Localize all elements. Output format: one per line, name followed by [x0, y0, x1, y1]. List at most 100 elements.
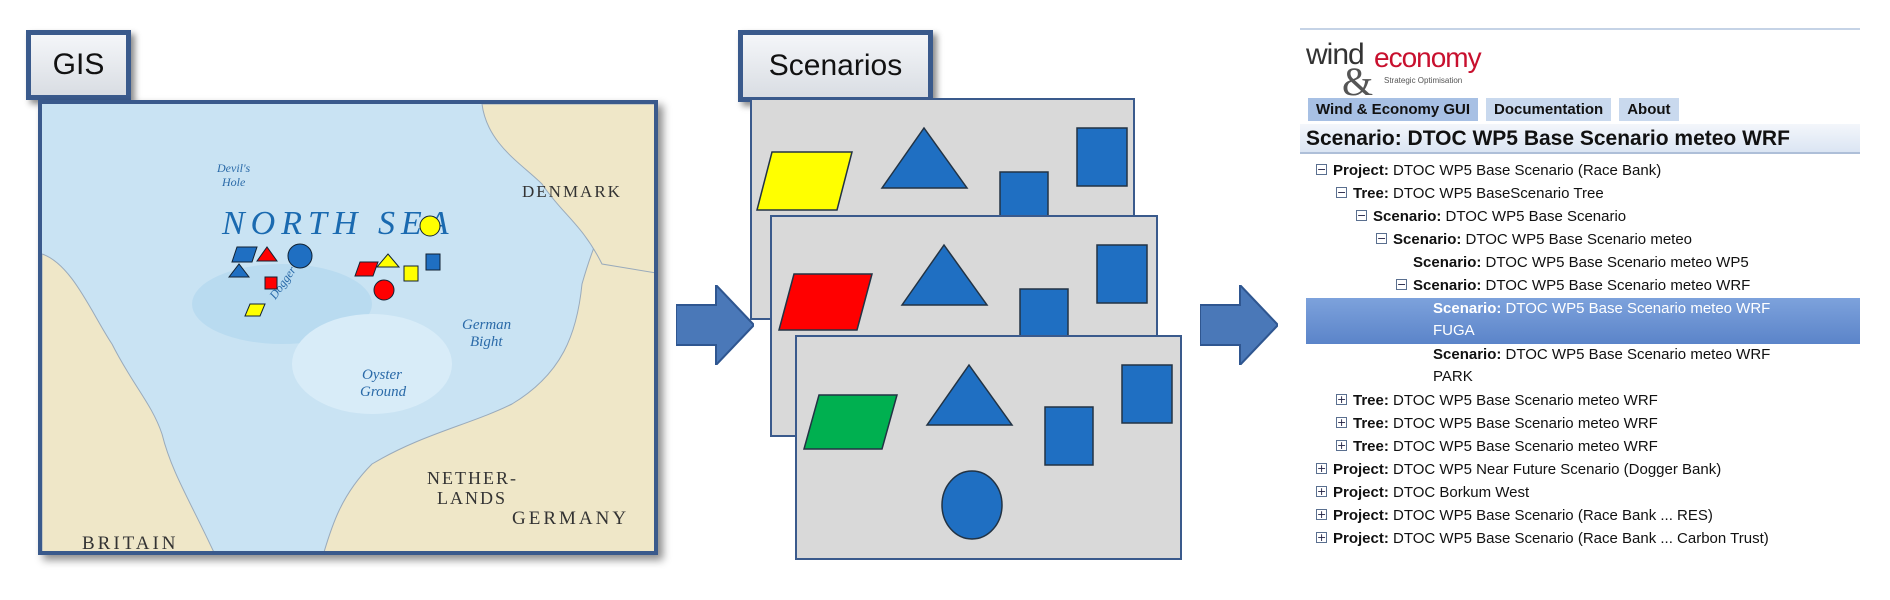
collapse-icon[interactable]: − [1376, 232, 1387, 245]
map-red-parallelogram [354, 261, 379, 277]
arrow-right-2 [1200, 285, 1278, 365]
tree-row[interactable]: − Scenario: DTOC WP5 Base Scenario meteo [1300, 229, 1860, 252]
expand-icon[interactable]: + [1316, 485, 1327, 498]
tree-row-text: DTOC WP5 Base Scenario (Race Bank ... Ca… [1393, 530, 1769, 547]
nav-about[interactable]: About [1619, 98, 1679, 121]
tree-row-kind: Tree: [1353, 438, 1389, 455]
netherlands-label-2: LANDS [437, 488, 507, 508]
tree-row-kind: Scenario: [1393, 231, 1462, 248]
scenarios-label: Scenarios [738, 30, 933, 102]
oyster-ground-2: Ground [360, 384, 407, 400]
scenarios-label-text: Scenarios [768, 49, 903, 82]
expand-icon[interactable]: + [1316, 508, 1327, 521]
tree-row[interactable]: − Tree: DTOC WP5 BaseScenario Tree [1300, 183, 1860, 206]
tree-row[interactable]: Scenario: DTOC WP5 Base Scenario meteo W… [1300, 252, 1860, 275]
tree-row-text: DTOC WP5 Base Scenario meteo WRF [1393, 392, 1658, 409]
card1-yellow-parallelogram [756, 151, 853, 211]
collapse-icon[interactable]: − [1356, 209, 1367, 222]
britain-land [42, 253, 214, 551]
tree-row-kind: Scenario: [1413, 277, 1482, 294]
tree-row[interactable]: − Scenario: DTOC WP5 Base Scenario [1300, 206, 1860, 229]
map-yellow-circle [419, 215, 441, 237]
tree-row[interactable]: + Project: DTOC WP5 Base Scenario (Race … [1300, 528, 1860, 551]
tree-row[interactable]: + Tree: DTOC WP5 Base Scenario meteo WRF [1300, 390, 1860, 413]
tree-row-kind: Project: [1333, 484, 1389, 501]
tree-row-kind: Scenario: [1433, 346, 1502, 363]
logo-wind: wind [1306, 38, 1365, 71]
expand-icon[interactable]: + [1336, 439, 1347, 452]
denmark-land [481, 104, 654, 274]
tree-row[interactable]: + Project: DTOC WP5 Base Scenario (Race … [1300, 505, 1860, 528]
tree-row[interactable]: − Scenario: DTOC WP5 Base Scenario meteo… [1300, 275, 1860, 298]
collapse-icon[interactable]: − [1316, 163, 1327, 176]
card3-blue-triangle [925, 363, 1014, 426]
tree-row-text: DTOC WP5 Base Scenario meteo WRF [1505, 300, 1771, 317]
north-sea-map: NORTH SEA DENMARK BRITAIN GERMANY NETHER… [38, 100, 658, 555]
tree-row-kind: Project: [1333, 507, 1389, 524]
expand-icon[interactable]: + [1336, 416, 1347, 429]
tree-row-text: DTOC WP5 Base Scenario meteo WRF [1393, 438, 1658, 455]
devils-hole-1: Devil's [216, 161, 251, 175]
tree-row-text-2: FUGA [1433, 322, 1475, 339]
map-graphic: NORTH SEA DENMARK BRITAIN GERMANY NETHER… [42, 104, 654, 554]
map-blue-parallelogram [231, 246, 258, 263]
tree-row-text: DTOC Borkum West [1393, 484, 1530, 501]
gis-label: GIS [26, 30, 131, 100]
tree-row-text: DTOC WP5 Base Scenario meteo [1465, 231, 1693, 248]
card3-blue-square [1121, 364, 1173, 424]
collapse-icon[interactable]: − [1396, 278, 1407, 291]
card1-blue-square [1076, 127, 1128, 187]
expand-icon[interactable]: + [1316, 462, 1327, 475]
german-bight-1: German [462, 317, 511, 333]
germany-label: GERMANY [512, 508, 629, 529]
tree-row-kind: Tree: [1353, 415, 1389, 432]
card3-blue-circle [941, 470, 1003, 540]
logo-economy: economy [1374, 42, 1482, 73]
expand-icon[interactable]: + [1336, 393, 1347, 406]
card2-blue-square-small [1019, 288, 1069, 340]
nav-bar: Wind & Economy GUI Documentation About [1308, 98, 1679, 121]
tree-row[interactable]: + Tree: DTOC WP5 Base Scenario meteo WRF [1300, 413, 1860, 436]
oyster-ground-1: Oyster [362, 367, 402, 383]
project-tree: − Project: DTOC WP5 Base Scenario (Race … [1300, 160, 1860, 551]
britain-label: BRITAIN [82, 533, 179, 554]
gis-label-text: GIS [52, 48, 105, 81]
nav-documentation[interactable]: Documentation [1486, 98, 1612, 121]
tree-row-kind: Project: [1333, 530, 1389, 547]
tree-row-text: DTOC WP5 Near Future Scenario (Dogger Ba… [1393, 461, 1722, 478]
map-red-triangle [256, 246, 278, 262]
card3-green-parallelogram [803, 394, 898, 450]
netherlands-label-1: NETHER- [427, 468, 518, 488]
arrow-right-1 [676, 285, 754, 365]
tree-row-text: DTOC WP5 Base Scenario meteo WRF [1485, 277, 1751, 294]
tree-row-kind: Tree: [1353, 392, 1389, 409]
map-yellow-square [403, 265, 419, 282]
wind-economy-logo: wind & economy Strategic Optimisation [1306, 38, 1526, 118]
tree-row[interactable]: Scenario: DTOC WP5 Base Scenario meteo W… [1300, 344, 1860, 390]
tree-row[interactable]: − Project: DTOC WP5 Base Scenario (Race … [1300, 160, 1860, 183]
top-divider [1300, 28, 1860, 30]
card1-blue-triangle [880, 126, 969, 189]
map-yellow-parallelogram [244, 303, 266, 317]
nav-wind-economy-gui[interactable]: Wind & Economy GUI [1308, 98, 1479, 121]
collapse-icon[interactable]: − [1336, 186, 1347, 199]
logo-ampersand: & [1342, 59, 1374, 104]
tree-row[interactable]: + Project: DTOC Borkum West [1300, 482, 1860, 505]
map-red-circle [373, 279, 395, 301]
card2-red-parallelogram [778, 273, 873, 331]
expand-icon[interactable]: + [1316, 531, 1327, 544]
map-yellow-triangle [375, 253, 401, 268]
tree-row-kind: Scenario: [1413, 254, 1482, 271]
card1-blue-square-small [999, 171, 1049, 223]
tree-row-selected[interactable]: Scenario: DTOC WP5 Base Scenario meteo W… [1306, 298, 1860, 344]
scenario-card-3 [795, 335, 1182, 560]
wind-economy-gui: wind & economy Strategic Optimisation Wi… [1300, 28, 1860, 568]
tree-row[interactable]: + Project: DTOC WP5 Near Future Scenario… [1300, 459, 1860, 482]
tree-row-kind: Project: [1333, 461, 1389, 478]
tree-row[interactable]: + Tree: DTOC WP5 Base Scenario meteo WRF [1300, 436, 1860, 459]
tree-row-text: DTOC WP5 Base Scenario meteo WRF [1393, 415, 1658, 432]
tree-row-text: DTOC WP5 Base Scenario meteo WP5 [1485, 254, 1749, 271]
devils-hole-2: Hole [221, 175, 246, 189]
german-bight-2: Bight [470, 334, 503, 350]
tree-row-text-2: PARK [1433, 368, 1473, 385]
